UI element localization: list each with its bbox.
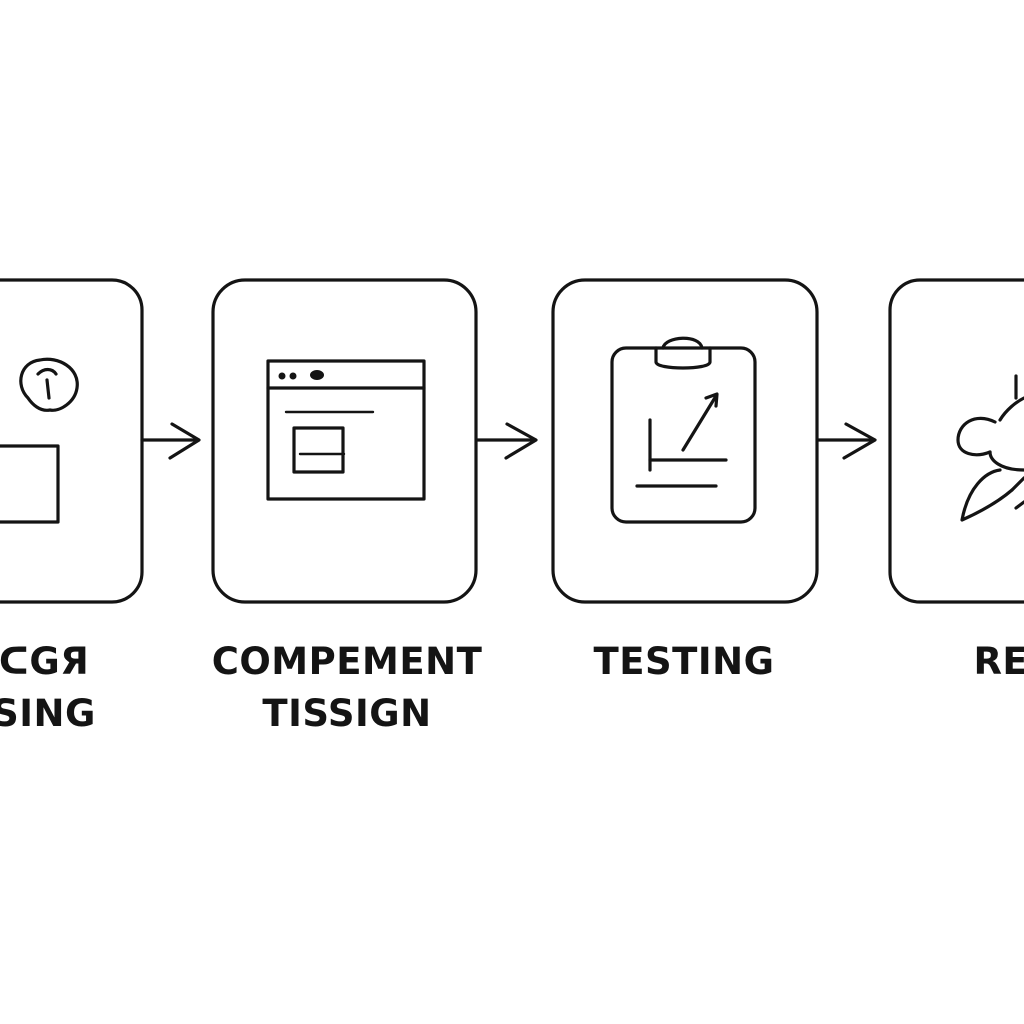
step-3-card [551, 278, 819, 604]
lightbulb-screen-icon [0, 357, 79, 524]
step-4-label: RELI [856, 636, 1024, 688]
arrow-3-icon [816, 422, 877, 460]
clipboard-chart-icon [610, 336, 757, 524]
step-3-label-line1: TESTING [593, 640, 775, 683]
step-2-label-line1: COMPEMENT [211, 640, 483, 683]
step-1-label-line1: ᑕGЯ [0, 640, 90, 683]
step-2-label-line2: TISSIGN [262, 692, 432, 735]
step-1-label: ᑕGЯ SING [0, 636, 208, 740]
step-1-card [0, 278, 144, 604]
step-3-label: TESTING [520, 636, 848, 688]
step-2-card [211, 278, 478, 604]
arrow-2-icon [476, 422, 538, 460]
step-4-card [888, 278, 1024, 604]
browser-window-icon [266, 359, 426, 501]
step-1-label-line2: SING [0, 692, 96, 735]
step-4-label-line1: RELI [973, 640, 1024, 683]
rocket-icon [956, 374, 1024, 522]
arrow-1-icon [140, 422, 201, 460]
step-2-label: COMPEMENT TISSIGN [183, 636, 511, 740]
